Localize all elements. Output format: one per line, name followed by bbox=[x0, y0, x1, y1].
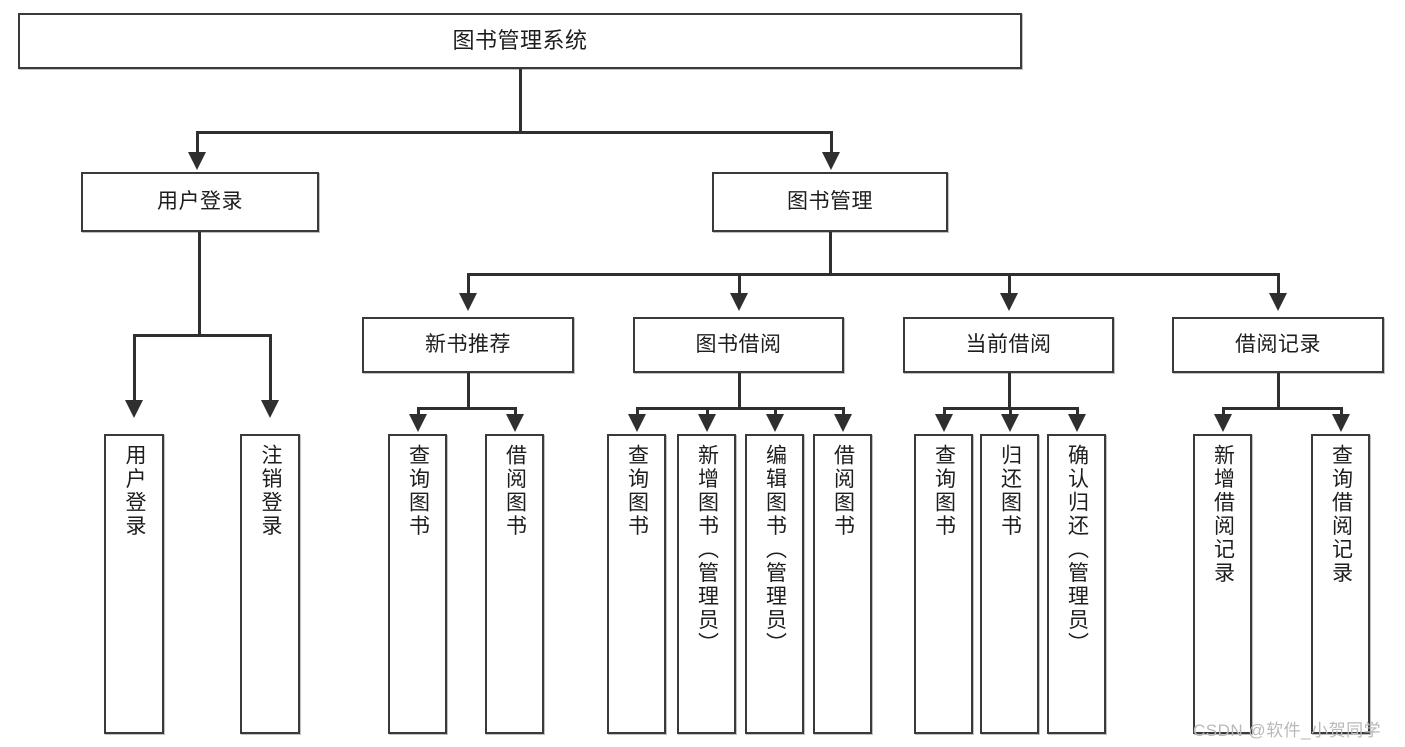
node-root[interactable]: 图书管理系统 bbox=[18, 13, 1022, 69]
connector-borrow-record-bus bbox=[1222, 407, 1341, 410]
arrow-to-user-login bbox=[188, 152, 206, 170]
node-new-book-recommend[interactable]: 新书推荐 bbox=[362, 317, 574, 373]
arrow-to-book-borrow bbox=[730, 293, 748, 311]
node-book-manage-label: 图书管理 bbox=[787, 189, 873, 213]
arrow-leaf-add-record bbox=[1214, 414, 1232, 432]
node-leaf-edit-book-label: 编辑图书（管理员） bbox=[763, 444, 787, 656]
connector-book-borrow-child-4 bbox=[842, 407, 845, 416]
connector-current-borrow-child-2 bbox=[1009, 407, 1012, 416]
node-leaf-query-book-3[interactable]: 查询图书 bbox=[914, 434, 973, 734]
node-leaf-query-book-3-label: 查询图书 bbox=[932, 444, 956, 538]
node-current-borrow-label: 当前借阅 bbox=[965, 332, 1052, 356]
node-current-borrow[interactable]: 当前借阅 bbox=[903, 317, 1114, 373]
connector-to-borrow-record bbox=[1277, 273, 1280, 295]
watermark: CSDN @软件_小贺同学 bbox=[1193, 721, 1382, 740]
node-leaf-confirm-return[interactable]: 确认归还（管理员） bbox=[1047, 434, 1106, 734]
arrow-to-current-borrow bbox=[1000, 293, 1018, 311]
arrow-leaf-query-book-2 bbox=[628, 414, 646, 432]
node-leaf-return-book-label: 归还图书 bbox=[998, 444, 1022, 538]
connector-borrow-record-stem bbox=[1277, 373, 1280, 409]
node-leaf-query-book-2-label: 查询图书 bbox=[625, 444, 649, 538]
node-leaf-query-book-1[interactable]: 查询图书 bbox=[388, 434, 447, 734]
node-user-login[interactable]: 用户登录 bbox=[81, 172, 319, 232]
node-leaf-logout-label: 注销登录 bbox=[259, 444, 283, 538]
node-leaf-query-book-2[interactable]: 查询图书 bbox=[607, 434, 666, 734]
connector-current-borrow-child-1 bbox=[943, 407, 946, 416]
arrow-to-book-manage bbox=[822, 152, 840, 170]
connector-to-book-manage bbox=[830, 131, 833, 154]
arrow-leaf-logout bbox=[261, 400, 279, 418]
node-leaf-borrow-book-2-label: 借阅图书 bbox=[831, 444, 855, 538]
node-leaf-return-book[interactable]: 归还图书 bbox=[980, 434, 1039, 734]
arrow-leaf-query-book-3 bbox=[935, 414, 953, 432]
node-leaf-user-login-label: 用户登录 bbox=[123, 444, 147, 538]
arrow-leaf-user-login bbox=[125, 400, 143, 418]
arrow-leaf-edit-book bbox=[766, 414, 784, 432]
connector-new-book-stem bbox=[467, 373, 470, 409]
node-book-manage[interactable]: 图书管理 bbox=[712, 172, 948, 232]
node-leaf-user-login[interactable]: 用户登录 bbox=[104, 434, 164, 734]
connector-user-login-child-1 bbox=[133, 334, 136, 402]
arrow-leaf-return-book bbox=[1001, 414, 1019, 432]
connector-to-current-borrow bbox=[1008, 273, 1011, 295]
node-leaf-logout[interactable]: 注销登录 bbox=[240, 434, 300, 734]
node-leaf-add-record-label: 新增借阅记录 bbox=[1211, 444, 1235, 585]
connector-book-borrow-bus bbox=[636, 407, 844, 410]
arrow-to-new-book bbox=[459, 293, 477, 311]
node-leaf-query-book-1-label: 查询图书 bbox=[406, 444, 430, 538]
node-book-borrow-label: 图书借阅 bbox=[695, 332, 782, 356]
connector-to-book-borrow bbox=[738, 273, 741, 295]
connector-book-borrow-child-2 bbox=[706, 407, 709, 416]
connector-level2-bus bbox=[467, 273, 1279, 276]
connector-new-book-child-2 bbox=[514, 407, 517, 416]
arrow-leaf-query-book-1 bbox=[409, 414, 427, 432]
node-leaf-confirm-return-label: 确认归还（管理员） bbox=[1065, 444, 1089, 656]
arrow-leaf-borrow-book-1 bbox=[506, 414, 524, 432]
connector-current-borrow-stem bbox=[1008, 373, 1011, 409]
node-user-login-label: 用户登录 bbox=[157, 189, 243, 213]
arrow-leaf-query-record bbox=[1332, 414, 1350, 432]
connector-current-borrow-child-3 bbox=[1076, 407, 1079, 416]
connector-book-borrow-stem bbox=[738, 373, 741, 409]
arrow-leaf-add-book bbox=[698, 414, 716, 432]
node-borrow-record[interactable]: 借阅记录 bbox=[1172, 317, 1384, 373]
connector-new-book-bus bbox=[417, 407, 517, 410]
connector-root-stem bbox=[519, 69, 522, 133]
arrow-leaf-confirm-return bbox=[1068, 414, 1086, 432]
connector-to-user-login bbox=[196, 131, 199, 154]
connector-borrow-record-child-2 bbox=[1340, 407, 1343, 416]
node-root-label: 图书管理系统 bbox=[452, 28, 588, 54]
connector-user-login-stem bbox=[198, 232, 201, 336]
node-leaf-borrow-book-1[interactable]: 借阅图书 bbox=[485, 434, 544, 734]
node-book-borrow[interactable]: 图书借阅 bbox=[633, 317, 844, 373]
node-leaf-edit-book[interactable]: 编辑图书（管理员） bbox=[745, 434, 804, 734]
arrow-to-borrow-record bbox=[1269, 293, 1287, 311]
node-leaf-borrow-book-1-label: 借阅图书 bbox=[503, 444, 527, 538]
connector-user-login-child-2 bbox=[269, 334, 272, 402]
connector-to-new-book bbox=[467, 273, 470, 295]
node-borrow-record-label: 借阅记录 bbox=[1235, 332, 1321, 356]
connector-borrow-record-child-1 bbox=[1222, 407, 1225, 416]
node-leaf-borrow-book-2[interactable]: 借阅图书 bbox=[813, 434, 872, 734]
connector-book-borrow-child-3 bbox=[774, 407, 777, 416]
connector-new-book-child-1 bbox=[417, 407, 420, 416]
connector-book-manage-stem bbox=[829, 232, 832, 275]
node-leaf-add-book[interactable]: 新增图书（管理员） bbox=[677, 434, 736, 734]
node-leaf-query-record[interactable]: 查询借阅记录 bbox=[1311, 434, 1370, 734]
node-new-book-recommend-label: 新书推荐 bbox=[425, 332, 511, 356]
connector-level1-bus bbox=[196, 131, 833, 134]
node-leaf-query-record-label: 查询借阅记录 bbox=[1329, 444, 1353, 585]
connector-user-login-bus bbox=[133, 334, 272, 337]
arrow-leaf-borrow-book-2 bbox=[834, 414, 852, 432]
node-leaf-add-record[interactable]: 新增借阅记录 bbox=[1193, 434, 1252, 734]
node-leaf-add-book-label: 新增图书（管理员） bbox=[695, 444, 719, 656]
connector-book-borrow-child-1 bbox=[636, 407, 639, 416]
